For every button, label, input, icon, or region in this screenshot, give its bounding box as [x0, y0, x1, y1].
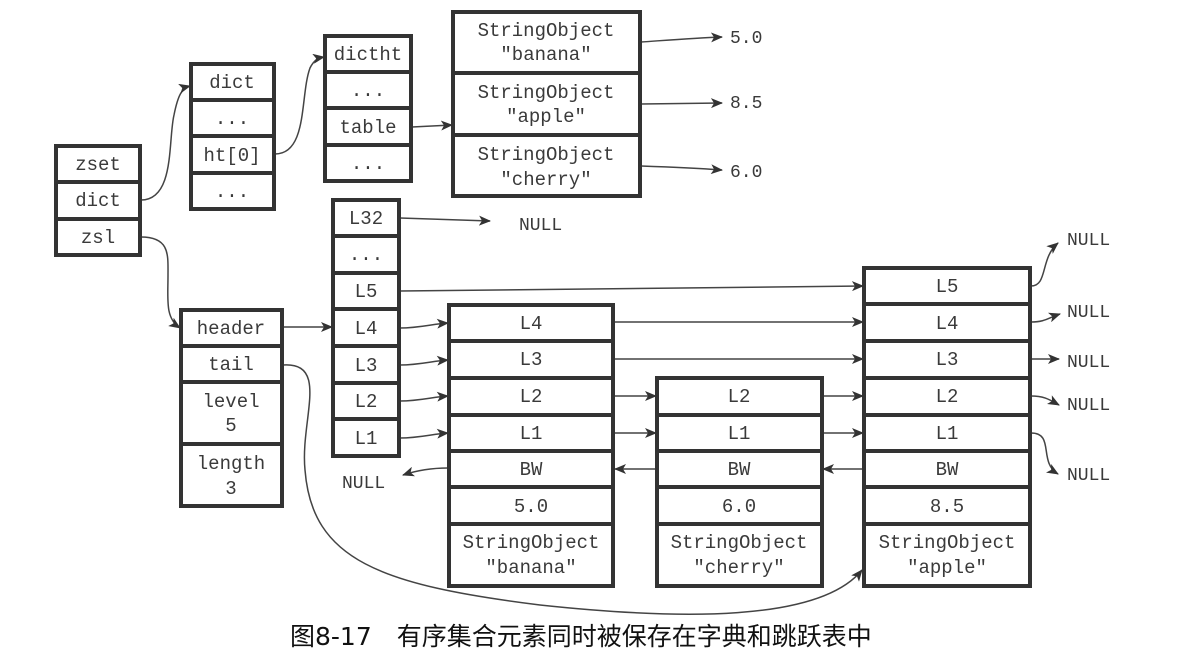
zskiplist-cell-length-value: 3	[225, 478, 236, 500]
node-obj-type: StringObject	[463, 532, 600, 554]
skiplist-node-banana: L4 L3 L2 L1 BW 5.0 StringObject "banana"	[447, 303, 615, 588]
dict-cell-ellipsis-1: ...	[215, 108, 249, 130]
edge-ht0-to-dictht	[274, 53, 325, 155]
zset-struct: zset dict zsl	[54, 144, 142, 257]
header-level-l5: L5	[355, 281, 378, 303]
zset-cell-dict: dict	[75, 190, 121, 212]
node-level: L3	[520, 349, 543, 371]
node-score: 5.0	[514, 496, 548, 518]
node-obj-type: StringObject	[671, 532, 808, 554]
node-level: L4	[936, 313, 959, 335]
entry-key-type: StringObject	[478, 82, 615, 104]
edge-zsl-to-skiplist	[140, 236, 181, 329]
dict-cell-ellipsis-2: ...	[215, 181, 249, 203]
edge-apple-l4-to-null	[1030, 312, 1061, 323]
edge-l32-to-null	[399, 215, 491, 226]
null-labels: NULL NULL NULL NULL NULL NULL NULL	[342, 216, 1110, 494]
zskiplist-cell-header: header	[197, 318, 265, 340]
edge-header-l5-to-apple	[399, 281, 864, 292]
dict-entry: StringObject "banana" 5.0	[478, 20, 763, 66]
dict-cell-title: dict	[209, 72, 255, 94]
header-level-l2: L2	[355, 391, 378, 413]
node-obj-value: "banana"	[485, 557, 576, 579]
entry-key-value: "apple"	[506, 106, 586, 128]
zskiplist-cell-level-value: 5	[225, 415, 236, 437]
dictht-cell-ellipsis-1: ...	[351, 80, 385, 102]
node-backward: BW	[936, 459, 959, 481]
dictht-cell-table: table	[339, 117, 396, 139]
edge-header-l1-to-banana	[399, 428, 449, 439]
skiplist-node-cherry: L2 L1 BW 6.0 StringObject "cherry"	[655, 376, 824, 588]
edge-tail-to-apple	[282, 364, 863, 615]
zskiplist-cell-tail: tail	[208, 354, 254, 376]
entry-score: 6.0	[730, 163, 762, 183]
header-node: L32 ... L5 L4 L3 L2 L1	[331, 198, 401, 458]
edge-apple-l1-to-null	[1030, 432, 1059, 475]
edge-header-l4-to-banana	[399, 318, 449, 329]
entry-score: 8.5	[730, 94, 762, 114]
edge-table-to-entries	[411, 120, 453, 131]
null-label-l5: NULL	[1067, 231, 1110, 251]
node-level: L1	[936, 423, 959, 445]
header-level-l32: L32	[349, 208, 383, 230]
zskiplist-struct: header tail level 5 length 3	[179, 308, 284, 508]
dictht-cell-title: dictht	[334, 44, 402, 66]
node-obj-value: "cherry"	[693, 557, 784, 579]
node-level: L4	[520, 313, 543, 335]
dictht-cell-ellipsis-2: ...	[351, 153, 385, 175]
edge-apple-l2-to-null	[1030, 395, 1060, 406]
figure-caption: 图8-17 有序集合元素同时被保存在字典和跳跃表中	[290, 622, 872, 651]
edge-apple-to-score	[640, 98, 723, 109]
zset-cell-zsl: zsl	[81, 227, 115, 249]
node-obj-type: StringObject	[879, 532, 1016, 554]
node-level: L3	[936, 349, 959, 371]
node-level: L2	[728, 386, 751, 408]
node-score: 6.0	[722, 496, 756, 518]
edge-banana-bw-to-null	[402, 466, 449, 477]
null-label-l32: NULL	[519, 216, 562, 236]
edge-header-l3-to-banana	[399, 355, 449, 366]
node-level: L1	[520, 423, 543, 445]
edge-banana-to-score	[640, 32, 723, 43]
null-label-l3: NULL	[1067, 353, 1110, 373]
edges	[140, 32, 1061, 615]
entry-key-type: StringObject	[478, 144, 615, 166]
edge-apple-l5-to-null	[1030, 242, 1059, 287]
node-backward: BW	[728, 459, 751, 481]
dict-entry: StringObject "cherry" 6.0	[478, 144, 763, 191]
zset-cell-title: zset	[75, 154, 121, 176]
dict-cell-ht0: ht[0]	[203, 145, 260, 167]
node-score: 8.5	[930, 496, 964, 518]
edge-zset-dict-to-dict	[140, 83, 191, 201]
header-level-l4: L4	[355, 318, 378, 340]
entry-key-value: "cherry"	[500, 169, 591, 191]
entry-key-type: StringObject	[478, 20, 615, 42]
null-label-l2: NULL	[1067, 396, 1110, 416]
node-level: L2	[936, 386, 959, 408]
null-label-l4: NULL	[1067, 303, 1110, 323]
dict-struct: dict ... ht[0] ...	[189, 62, 276, 211]
null-label-backward: NULL	[342, 474, 385, 494]
node-level: L2	[520, 386, 543, 408]
skiplist-node-apple: L5 L4 L3 L2 L1 BW 8.5 StringObject "appl…	[862, 266, 1032, 588]
entry-score: 5.0	[730, 29, 762, 49]
zskiplist-cell-level-label: level	[202, 391, 259, 413]
edge-header-l2-to-banana	[399, 391, 449, 402]
entry-key-value: "banana"	[500, 44, 591, 66]
dictht-struct: dictht ... table ...	[323, 34, 413, 183]
node-level: L1	[728, 423, 751, 445]
null-label-l1: NULL	[1067, 466, 1110, 486]
edge-cherry-to-score	[640, 164, 723, 175]
node-obj-value: "apple"	[907, 557, 987, 579]
dict-entries: StringObject "banana" 5.0 StringObject "…	[451, 10, 763, 198]
node-backward: BW	[520, 459, 543, 481]
header-level-l1: L1	[355, 428, 378, 450]
header-level-ellipsis: ...	[349, 244, 383, 266]
node-level: L5	[936, 276, 959, 298]
header-level-l3: L3	[355, 355, 378, 377]
zskiplist-cell-length-label: length	[197, 453, 265, 475]
dict-entry: StringObject "apple" 8.5	[478, 82, 763, 128]
